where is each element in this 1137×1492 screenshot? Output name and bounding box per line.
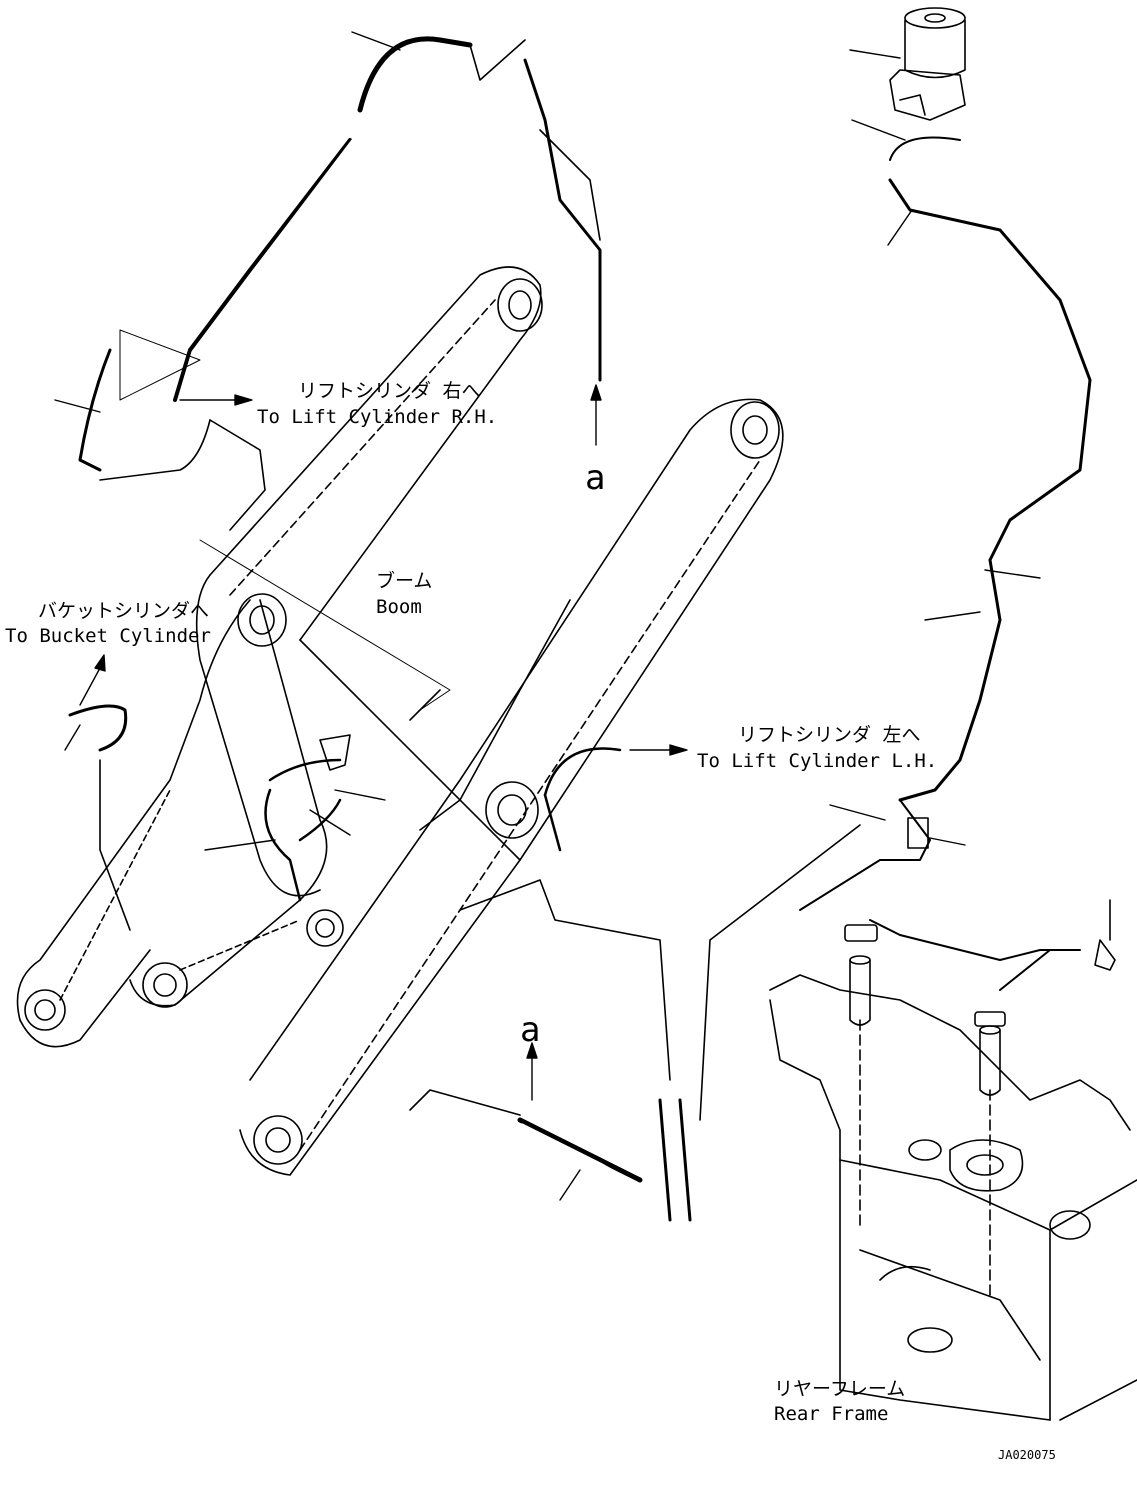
arrows [79, 384, 688, 1101]
boom-assembly [16, 266, 784, 1176]
boom-label-jp: ブーム [376, 570, 433, 592]
bucket-label-en: To Bucket Cylinder [5, 625, 211, 647]
upper-hose-bundle [78, 36, 602, 531]
boom-label-en: Boom [376, 596, 422, 618]
right-harness [799, 7, 1116, 991]
rear-frame-assembly [769, 924, 1137, 1421]
view-a-label-top: a [585, 458, 606, 498]
lower-hoses [68, 599, 861, 1222]
bucket-label-jp: バケットシリンダへ [38, 600, 210, 622]
lift-lh-label-en: To Lift Cylinder L.H. [697, 750, 938, 772]
arrow-to-bucket [79, 654, 106, 706]
arrow-view-a-top [590, 384, 602, 446]
rear-frame-label-en: Rear Frame [774, 1403, 889, 1425]
leader-lines [54, 31, 1041, 1201]
arrow-view-a-bottom [526, 1042, 538, 1101]
lift-lh-label-jp: リフトシリンダ 左へ [738, 724, 921, 746]
rear-frame-label-jp: リヤーフレーム [774, 1378, 906, 1400]
lift-rh-label-en: To Lift Cylinder R.H. [257, 406, 498, 428]
arrow-to-lift-rh [179, 394, 253, 406]
arrow-to-lift-lh [629, 744, 688, 756]
view-a-label-bottom: a [520, 1010, 541, 1050]
lift-rh-label-jp: リフトシリンダ 右へ [298, 380, 481, 402]
drawing-number: JA020075 [998, 1448, 1056, 1462]
